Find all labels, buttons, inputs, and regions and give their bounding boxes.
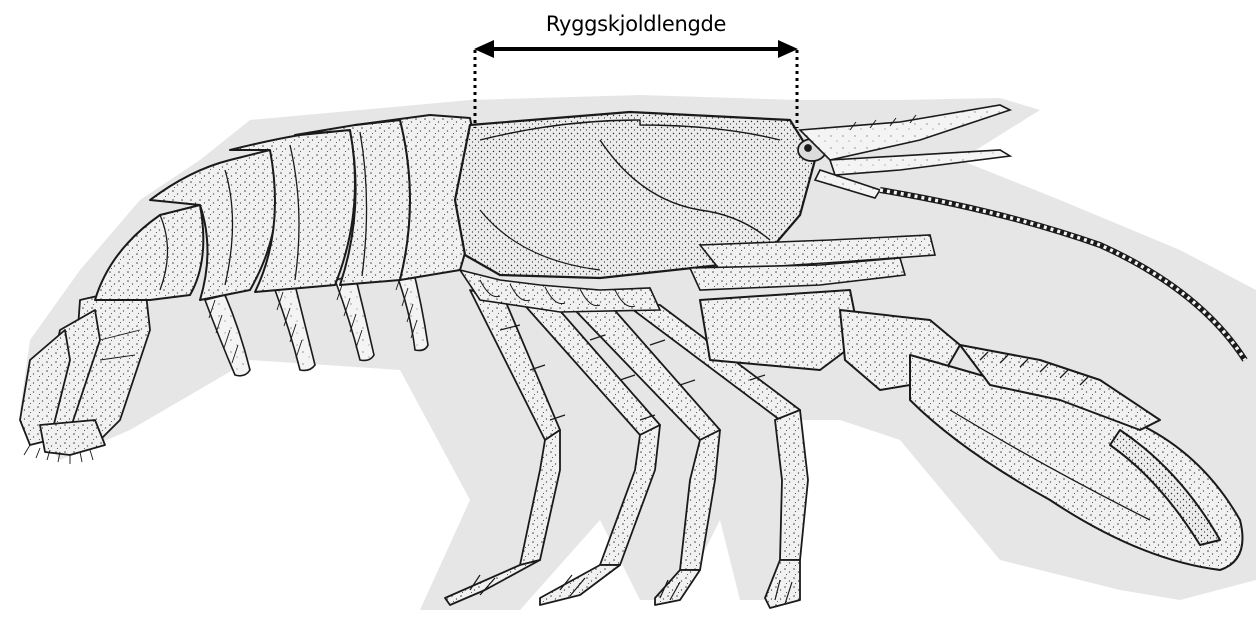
right-arrowhead — [778, 40, 798, 58]
measurement-label: Ryggskjoldlengde — [546, 12, 726, 36]
left-arrowhead — [474, 40, 494, 58]
tail-fan — [20, 285, 150, 464]
